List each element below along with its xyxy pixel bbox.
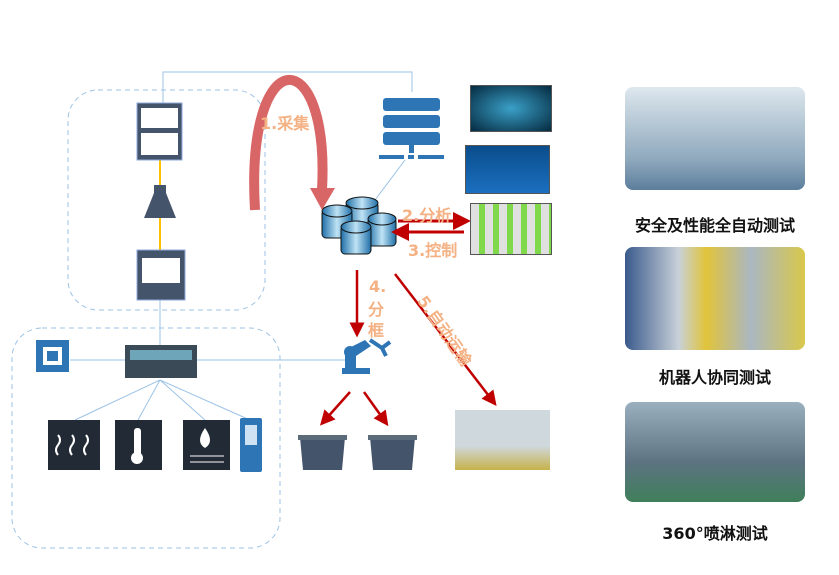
flask-sensor-icon [144, 185, 176, 218]
humidity-sensor-icon [183, 420, 230, 470]
bin-arrow-left [320, 391, 351, 426]
step-control-label: 3.控制 [408, 241, 458, 260]
step-sort-num: 4. [369, 277, 387, 296]
test-caption: 360°喷淋测试 [662, 524, 768, 543]
collect-arc-arrow [249, 74, 328, 211]
database-cluster-icon [321, 196, 397, 255]
step-collect-label: 1.采集 [260, 114, 310, 133]
test-caption: 机器人协同测试 [658, 368, 771, 387]
test-caption: 安全及性能全自动测试 [634, 216, 795, 235]
dashboard-screen-2 [465, 145, 550, 194]
transport-arrow [394, 273, 497, 406]
sensor-group [11, 327, 281, 549]
gateway-device-icon [136, 249, 186, 301]
plc-controller-icon [125, 345, 197, 378]
connection-lines [70, 71, 413, 421]
switch-device-icon [136, 102, 183, 161]
dashboard-screen-1 [470, 85, 552, 132]
chip-icon [36, 340, 69, 372]
robot-arm-icon [342, 338, 392, 374]
server-rack-icon [379, 98, 444, 159]
storage-bin-right [368, 435, 417, 470]
field-device-group [67, 89, 266, 311]
storage-bin-left [298, 435, 347, 470]
heat-sensor-icon [48, 420, 100, 470]
agv-warehouse-photo [455, 410, 550, 470]
test-photo-robot [625, 247, 805, 350]
thermometer-icon [115, 420, 162, 470]
control-panel-screen [470, 203, 552, 255]
step-analyze-label: 2.分析 [402, 206, 452, 225]
collect-arrowhead [310, 188, 335, 210]
bin-arrow-right [362, 391, 389, 427]
step-sort-b: 框 [368, 321, 385, 340]
test-photo-spray [625, 402, 805, 502]
remote-control-icon [240, 418, 262, 472]
step-sort-a: 分 [368, 300, 385, 319]
test-photo-safety [625, 87, 805, 190]
